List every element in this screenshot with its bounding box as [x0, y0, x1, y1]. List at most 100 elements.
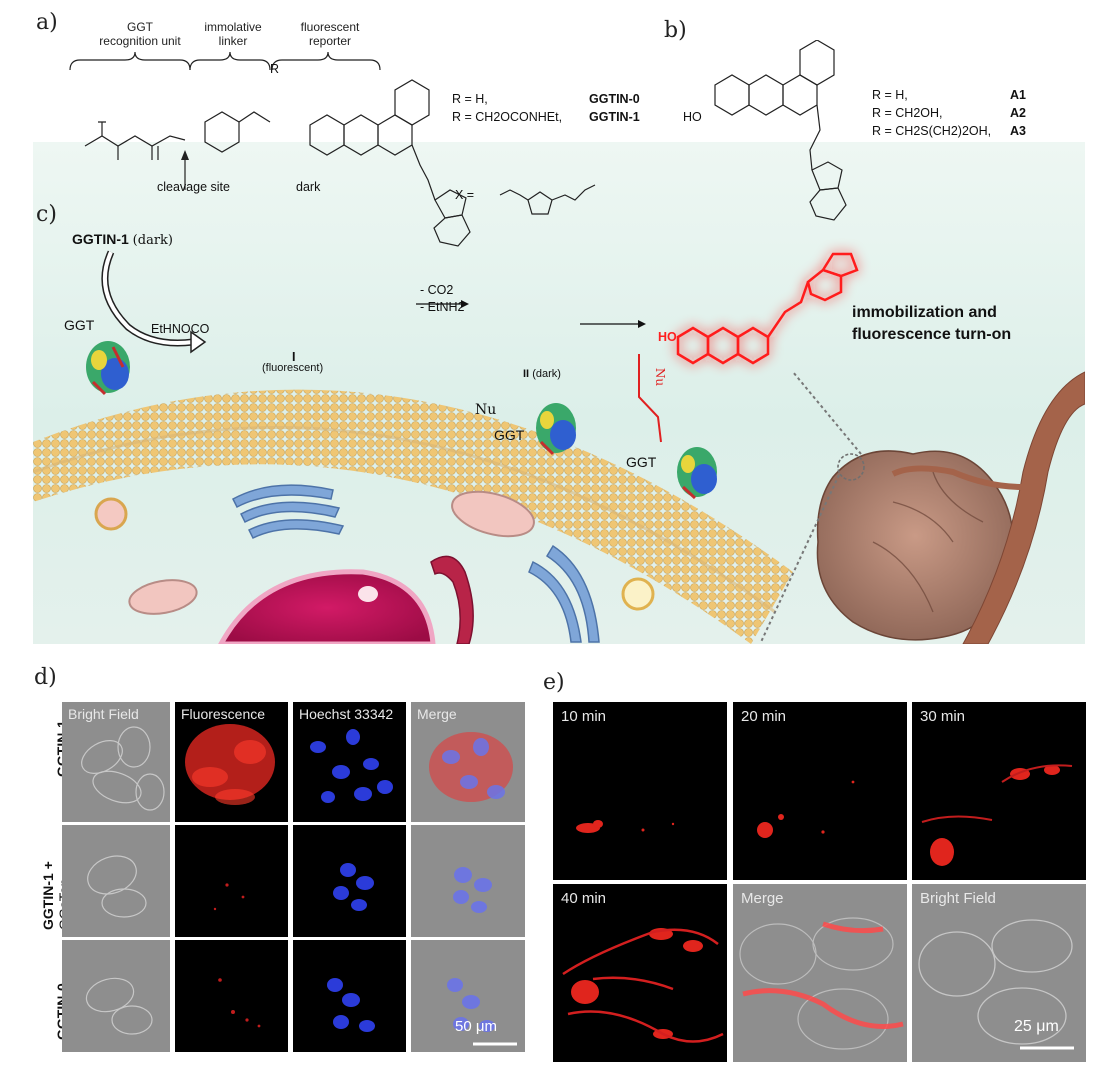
probe-name: GGTIN-1 — [72, 231, 129, 247]
merge-graphic — [739, 917, 904, 1050]
intermediate-2-label: II (dark) — [523, 368, 561, 380]
red-signal-graphic — [921, 764, 1073, 866]
dark-label: dark — [296, 180, 321, 194]
brace-label-linker: immolative linker — [188, 20, 278, 48]
bright-field-tile — [62, 940, 170, 1052]
a1-r: R = H, — [872, 88, 908, 102]
brace-label-line: recognition unit — [99, 34, 181, 48]
red-signal-graphic — [757, 780, 855, 838]
brace-label-line: GGT — [127, 20, 153, 34]
a2-r: R = CH2OH, — [872, 106, 943, 120]
timepoint-tile-30min: 30 min — [912, 702, 1086, 880]
panel-b-letter: b) — [664, 18, 687, 43]
panel-a-letter: a) — [36, 10, 58, 35]
row-label-line: GGTIN-1 + — [40, 861, 56, 930]
cell-outline-graphic — [918, 919, 1074, 1050]
a2-name: A2 — [1010, 106, 1026, 120]
merge-graphic — [447, 978, 517, 1046]
brace-label-reporter: fluorescent reporter — [275, 20, 385, 48]
merge-tile: 50 μm — [411, 940, 525, 1052]
timepoint-label: 10 min — [561, 708, 607, 725]
probe-state: (dark) — [132, 233, 173, 248]
a3-r: R = CH2S(CH2)2OH, — [872, 124, 992, 138]
ggt-label-1: GGT — [64, 317, 95, 333]
timepoint-label: 40 min — [561, 890, 607, 907]
column-label-hoechst: Hoechst 33342 — [299, 706, 394, 722]
timepoint-label: Merge — [741, 890, 784, 907]
fluorescence-tile — [175, 825, 288, 937]
ethnoco-label: EtHNOCO — [151, 322, 210, 336]
merge-tile-e: Merge — [733, 884, 907, 1062]
probe-label: GGTIN-1 (dark) — [72, 231, 173, 248]
cell-outline-graphic — [85, 977, 153, 1035]
brace-label-recognition: GGT recognition unit — [85, 20, 195, 48]
intermediate-1-label: I — [292, 350, 296, 364]
timepoint-label: Bright Field — [920, 890, 996, 907]
ggtin-structure-drawing — [69, 51, 596, 247]
timepoint-tile-20min: 20 min — [733, 702, 907, 880]
nuclei-graphic — [327, 978, 375, 1032]
column-label-merge: Merge — [417, 706, 457, 722]
fluorescence-tile: Fluorescence — [175, 702, 288, 822]
cell-membrane-illustration — [33, 250, 1085, 644]
column-label-bright-field: Bright Field — [68, 706, 139, 722]
panel-d-letter: d) — [34, 665, 57, 690]
cell-outline-graphic — [81, 726, 165, 811]
timepoint-label: 30 min — [920, 708, 966, 725]
hoechst-tile — [293, 825, 406, 937]
panel-c-letter: c) — [36, 202, 57, 227]
result-line-2: fluorescence turn-on — [852, 326, 1012, 343]
intermediate-1-state: (fluorescent) — [262, 362, 324, 374]
merge-graphic — [453, 867, 492, 913]
a1-name: A1 — [1010, 88, 1026, 102]
scale-bar-label-d: 50 μm — [455, 1018, 497, 1035]
timepoint-tile-10min: 10 min — [553, 702, 727, 880]
a-series-structure-drawing — [714, 40, 847, 221]
hoechst-tile — [293, 940, 406, 1052]
red-signal-graphic — [562, 928, 724, 1043]
variant-1-r: R = CH2OCONHEt, — [452, 110, 563, 124]
nuclei-graphic — [310, 729, 393, 803]
nu-label-reaction: Nu — [475, 402, 497, 418]
variant-1-name: GGTIN-1 — [589, 110, 640, 124]
merge-tile — [411, 825, 525, 937]
elimination-co2: - CO2 — [420, 283, 454, 297]
result-line-1: immobilization and — [852, 304, 997, 321]
ggt-label-3: GGT — [626, 454, 657, 470]
red-signal-graphic — [576, 820, 675, 833]
intermediate-2-state: (dark) — [532, 368, 561, 380]
bright-field-tile: Bright Field — [62, 702, 170, 822]
scale-bar-label-e: 25 μm — [1014, 1018, 1059, 1035]
timepoint-label: 20 min — [741, 708, 787, 725]
red-signal-graphic — [218, 978, 261, 1028]
cleavage-site-label: cleavage site — [157, 180, 230, 194]
timepoint-tile-40min: 40 min — [553, 884, 727, 1062]
merge-tile: Merge — [411, 702, 525, 822]
brace-label-line: immolative — [204, 20, 262, 34]
r-group-label: R — [270, 62, 280, 76]
bright-field-tile — [62, 825, 170, 937]
red-signal-graphic — [213, 883, 245, 911]
intermediate-2-roman: II — [523, 368, 530, 380]
nuclei-graphic — [333, 863, 374, 911]
brace-label-line: fluorescent — [300, 20, 360, 34]
brace-label-line: linker — [218, 34, 248, 48]
a3-name: A3 — [1010, 124, 1026, 138]
variant-0-r: R = H, — [452, 92, 488, 106]
red-signal-graphic — [185, 724, 275, 805]
cell-outline-graphic — [87, 855, 147, 918]
ho-label: HO — [683, 110, 702, 124]
bright-field-tile-e: Bright Field 25 μm — [912, 884, 1086, 1062]
fluorophore-ho-label: HO — [658, 330, 677, 344]
ggt-label-2: GGT — [494, 427, 525, 443]
hoechst-tile: Hoechst 33342 — [293, 702, 406, 822]
panel-e-letter: e) — [543, 670, 565, 695]
nu-label-anchored: Nu — [653, 367, 668, 387]
ggt-enzyme-icon — [86, 341, 130, 396]
elimination-etnh2: - EtNH2 — [420, 300, 465, 314]
brace-label-line: reporter — [308, 34, 352, 48]
fluorescence-tile — [175, 940, 288, 1052]
x-definition: X = — [455, 188, 475, 202]
variant-0-name: GGTIN-0 — [589, 92, 640, 106]
merge-graphic — [429, 732, 513, 802]
